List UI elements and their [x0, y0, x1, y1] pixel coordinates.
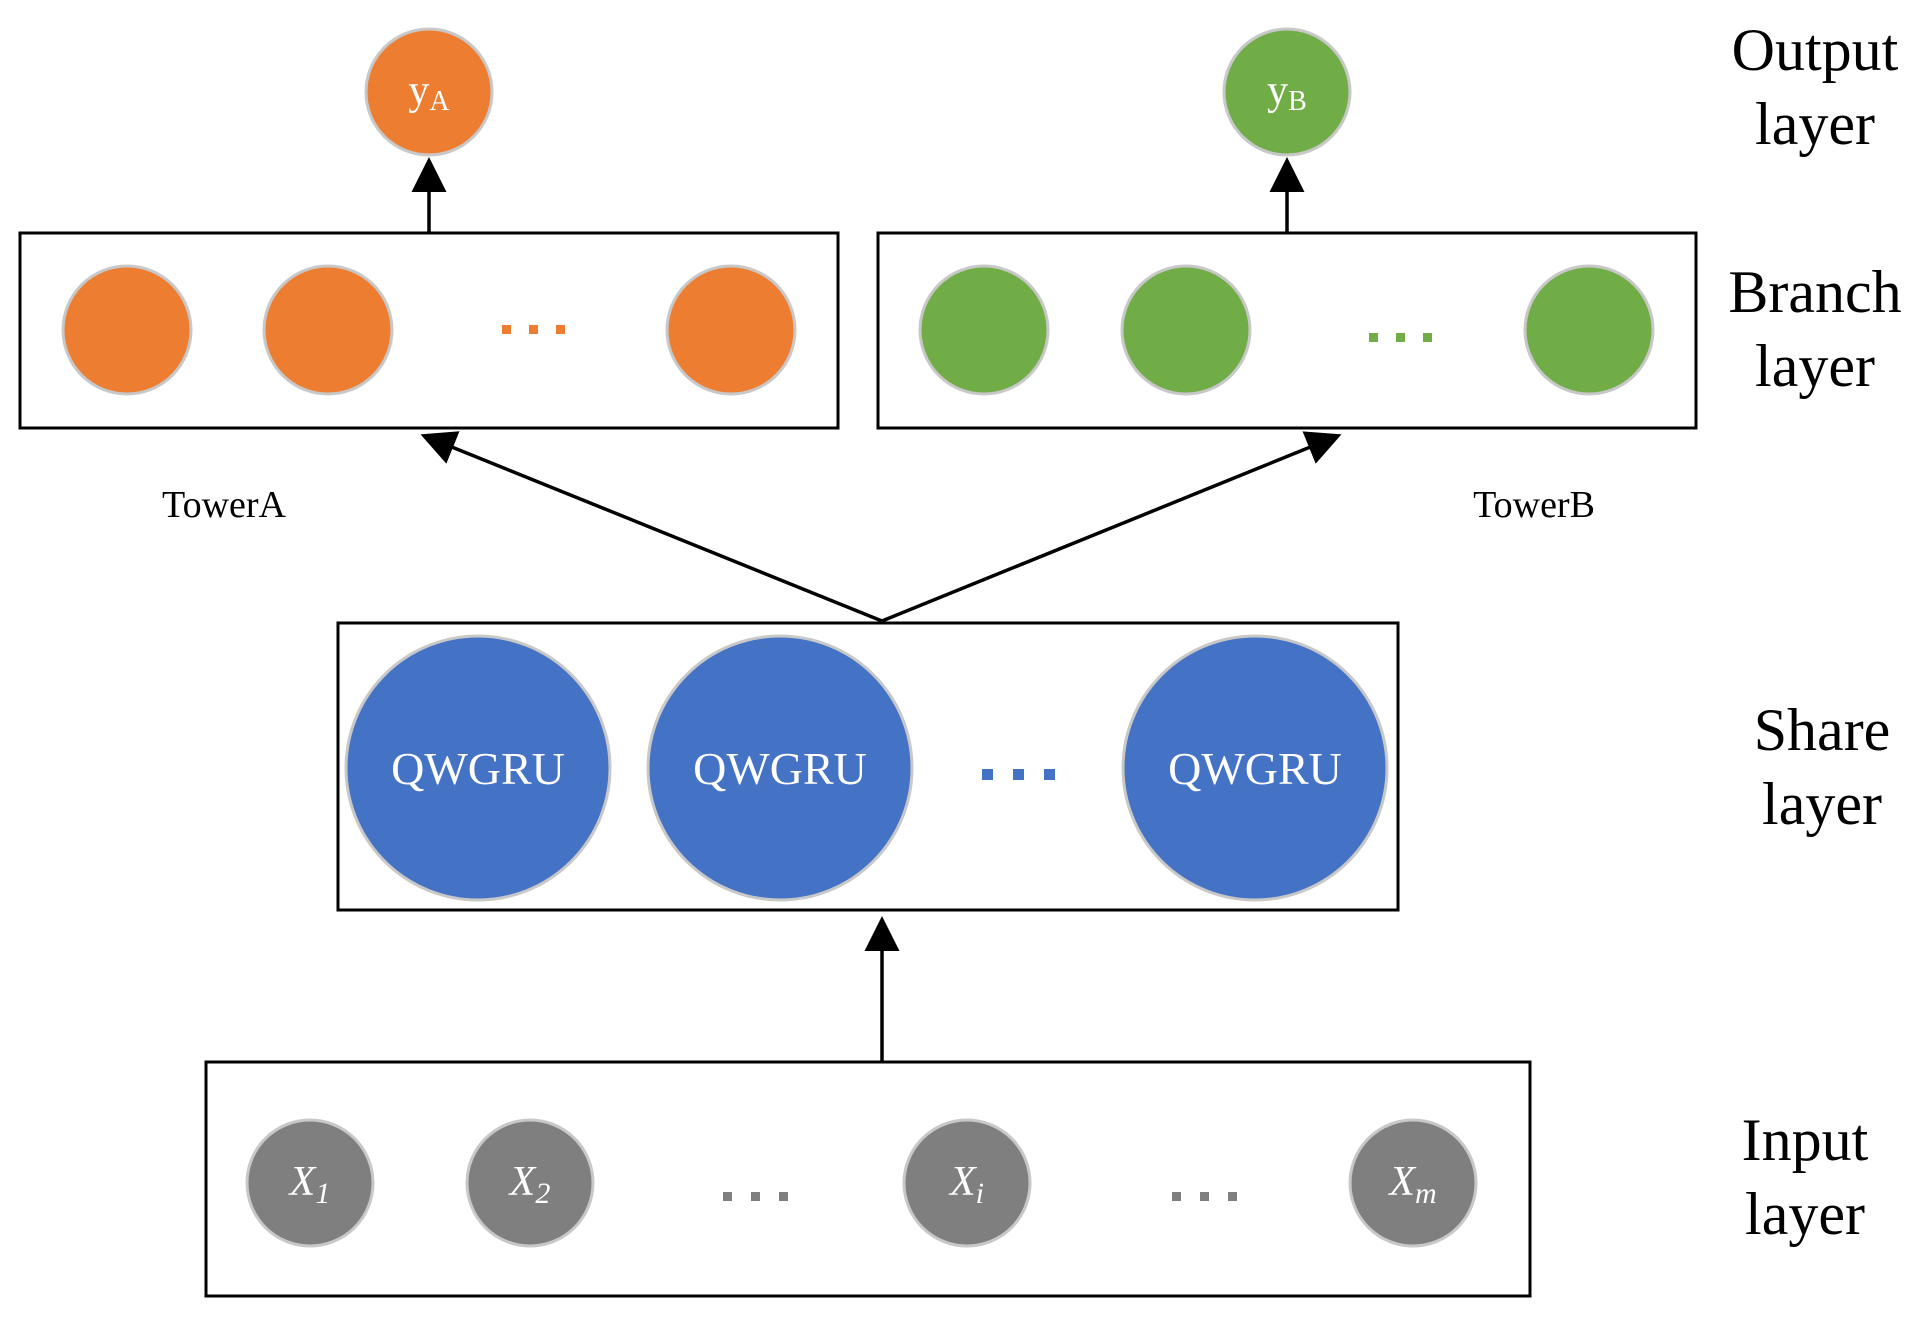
- tower-a-node: [262, 264, 394, 396]
- output-b-subscript: B: [1288, 86, 1307, 117]
- svg-text:Xi: Xi: [948, 1159, 984, 1210]
- share-unit: QWGRU: [646, 634, 914, 902]
- svg-text:X1: X1: [288, 1159, 331, 1210]
- tower-b-label: TowerB: [1473, 484, 1595, 526]
- input-symbol: X: [288, 1159, 318, 1205]
- share-to-tower-a-arrow: [420, 431, 883, 623]
- tower-b-ellipsis: [1369, 333, 1432, 342]
- input-node: Xm: [1348, 1118, 1478, 1248]
- tower-b-node: [918, 264, 1050, 396]
- tower-a-ellipsis: [502, 325, 565, 334]
- input-subscript: 1: [315, 1177, 330, 1210]
- share-ellipsis: [982, 769, 1055, 780]
- input-layer-box: [204, 1060, 1532, 1298]
- input-node: Xi: [902, 1118, 1032, 1248]
- input-node: X1: [245, 1118, 375, 1248]
- share-unit-label: QWGRU: [1168, 743, 1342, 794]
- tower-b-node: [1523, 264, 1655, 396]
- tower-b-box: [876, 231, 1698, 430]
- share-unit-label: QWGRU: [693, 743, 867, 794]
- svg-text:yA: yA: [408, 68, 450, 117]
- output-node-b: yB: [1222, 27, 1352, 157]
- tower-a-node: [665, 264, 797, 396]
- svg-text:yB: yB: [1267, 68, 1307, 117]
- output-a-symbol: y: [408, 68, 429, 114]
- input-subscript: m: [1415, 1177, 1437, 1210]
- share-layer-box: [336, 621, 1400, 912]
- tower-a-label: TowerA: [162, 484, 287, 526]
- input-node: X2: [465, 1118, 595, 1248]
- output-b-symbol: y: [1267, 68, 1288, 114]
- input-subscript: 2: [535, 1177, 550, 1210]
- svg-text:Xm: Xm: [1387, 1159, 1436, 1210]
- tower-a-node: [61, 264, 193, 396]
- input-symbol: X: [948, 1159, 978, 1205]
- input-ellipsis: [1172, 1192, 1237, 1201]
- input-symbol: X: [1387, 1159, 1417, 1205]
- tower-b-node: [1120, 264, 1252, 396]
- output-a-subscript: A: [429, 86, 450, 117]
- output-node-a: yA: [364, 27, 494, 157]
- input-symbol: X: [508, 1159, 538, 1205]
- share-to-tower-b-arrow: [881, 431, 1342, 623]
- input-ellipsis: [723, 1192, 788, 1201]
- share-unit-label: QWGRU: [391, 743, 565, 794]
- share-unit: QWGRU: [344, 634, 612, 902]
- share-unit: QWGRU: [1121, 634, 1389, 902]
- input-subscript: i: [976, 1177, 984, 1210]
- tower-a-box: [18, 231, 840, 430]
- svg-text:X2: X2: [508, 1159, 551, 1210]
